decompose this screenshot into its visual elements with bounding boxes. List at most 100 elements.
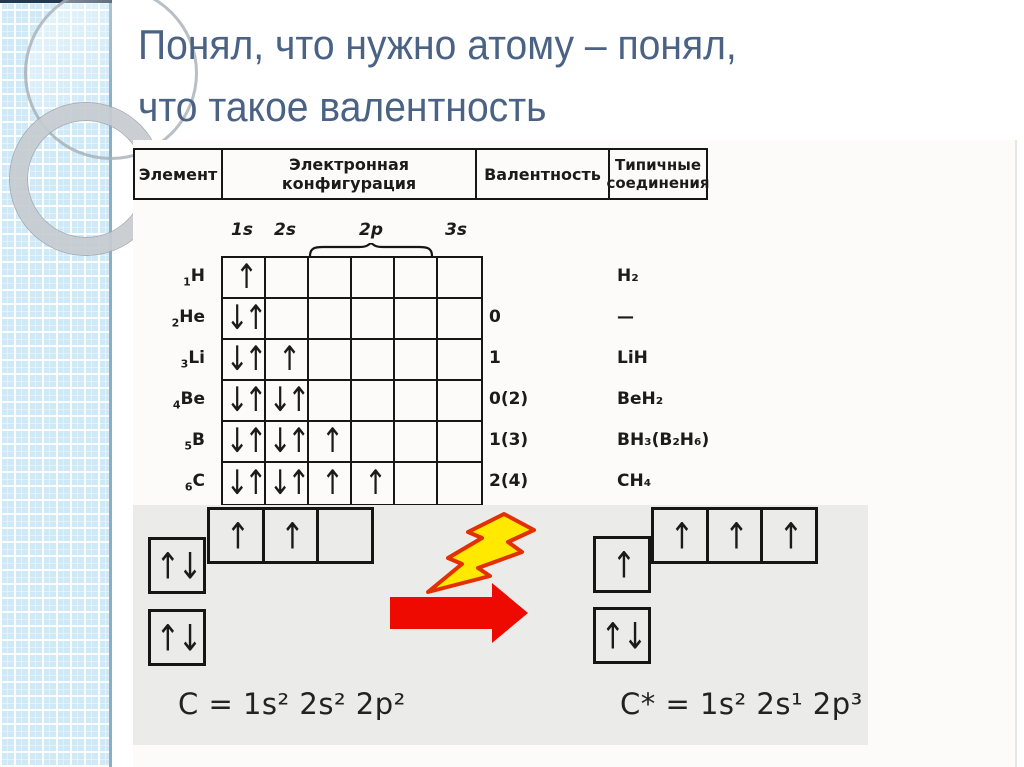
atomic-number: 3 [180,357,189,371]
grid-cell: ↓↑ [266,422,309,463]
element-symbol: H [190,266,205,286]
element-symbol: Li [188,348,205,368]
arrow-glyph: ↑ [225,514,250,557]
grid-cell: ↑ [266,340,309,381]
orbital-box-2p: ↑ [651,507,709,564]
grid-cell: ↑ [309,422,352,463]
grid-cell: ↓↑ [266,381,309,422]
arrow-glyph: ↓↑ [225,464,264,503]
compound-value: LiH [617,348,648,368]
valence-value: 1 [489,348,501,368]
excited-state-2s-box: ↑ [593,536,651,593]
element-label: 3Li [133,338,215,379]
element-label: 1H [133,256,215,297]
grid-cell [438,422,481,463]
grid-cell: ↓↑ [266,463,309,504]
grid-cell [266,299,309,340]
compound-value: H₂ [617,266,639,286]
carbon-hybridization-panel: ↑ ↑ ↑↓ ↑↓ C = 1s² 2s² 2p² ↑ ↑ ↑ ↑ ↑↓ C* … [133,505,868,745]
grid-cell [395,381,438,422]
orbital-box-2p: ↑ [207,507,265,564]
excited-state-formula: C* = 1s² 2s¹ 2p³ [620,687,863,721]
valence-value: 1(3) [489,430,529,450]
grid-cell [438,381,481,422]
atomic-number: 1 [183,275,191,289]
valence-value: 2(4) [489,471,529,491]
page-title: Понял, что нужно атому – понял, что тако… [138,14,975,138]
orbital-box-2p [316,507,374,564]
top-edge-line [0,0,112,3]
grid-cell: ↑ [309,463,352,504]
grid-cell [266,258,309,299]
arrow-glyph: ↑ [724,514,748,557]
orbital-label-3s: 3s [445,220,467,240]
arrow-glyph: ↓↑ [268,422,307,461]
atomic-number: 5 [184,439,193,453]
grid-cell: ↓↑ [223,340,266,381]
grid-cell [438,258,481,299]
excited-state-1s-box: ↑↓ [593,607,651,664]
arrow-glyph: ↑ [364,464,387,503]
grid-cell [438,299,481,340]
grid-cell [352,422,395,463]
arrow-glyph: ↑ [778,514,803,557]
arrow-glyph: ↓↑ [225,381,264,420]
compound-value: CH₄ [617,471,652,491]
grid-cell [395,422,438,463]
figure: Элемент Электронная конфигурация Валентн… [133,140,1017,767]
grid-cell [395,258,438,299]
grid-cell [309,381,352,422]
element-symbol: C [192,471,205,491]
header-compounds-line2: соединения [606,174,710,192]
orbital-box-2p: ↑ [705,507,764,564]
orbital-grid: ↑ ↓↑ ↓↑ ↑ ↓↑ ↓↑ ↓↑ ↓↑ ↑ ↓↑ ↓↑ ↑ ↑ [221,256,483,506]
compound-value: — [617,307,634,327]
config-table-header: Элемент Электронная конфигурация Валентн… [133,148,710,200]
arrow-glyph: ↑↓ [155,616,203,659]
grid-cell [352,340,395,381]
arrow-glyph: ↑↓ [600,614,648,657]
header-compounds-line1: Типичные [615,156,702,174]
header-cell-valence: Валентность [477,150,610,198]
arrow-glyph: ↓↑ [225,340,264,379]
grid-cell [352,381,395,422]
header-cell-configuration: Электронная конфигурация [223,150,477,198]
page-title-line2: что такое валентность [138,83,547,130]
grid-cell [438,340,481,381]
ground-state-formula: C = 1s² 2s² 2p² [178,687,406,721]
header-cell-compounds: Типичные соединения [606,150,709,198]
grid-cell: ↓↑ [223,422,266,463]
grid-cell: ↓↑ [223,381,266,422]
valence-value [489,256,589,297]
arrow-glyph: ↑ [321,464,344,503]
grid-cell [309,258,352,299]
element-label: 6C [133,461,215,502]
element-label: 2He [133,297,215,338]
atomic-number: 4 [172,398,181,412]
arrow-glyph: ↑ [278,340,301,379]
ground-state-2p-row: ↑ ↑ [207,507,374,564]
element-symbol: Be [180,389,206,409]
arrow-glyph: ↑ [669,514,694,557]
lightning-icon [426,512,536,594]
ground-state-1s-box: ↑↓ [148,609,206,666]
header-cell-element: Элемент [135,150,223,198]
arrow-glyph: ↑ [280,514,304,557]
grid-cell: ↓↑ [223,299,266,340]
element-symbol: B [192,430,205,450]
element-symbol: He [179,307,205,327]
page-title-line1: Понял, что нужно атому – понял, [138,21,737,68]
grid-cell [395,340,438,381]
grid-cell [309,340,352,381]
p-orbitals-brace [308,243,434,256]
valence-value: 0(2) [489,389,529,409]
arrow-glyph: ↓↑ [225,299,264,338]
grid-cell: ↑ [223,258,266,299]
orbital-box-2p: ↑ [261,507,320,564]
compound-value: BeH₂ [617,389,664,409]
grid-cell [395,463,438,504]
grid-cell [395,299,438,340]
excited-state-2p-row: ↑ ↑ ↑ [651,507,818,564]
element-label: 5B [133,420,215,461]
